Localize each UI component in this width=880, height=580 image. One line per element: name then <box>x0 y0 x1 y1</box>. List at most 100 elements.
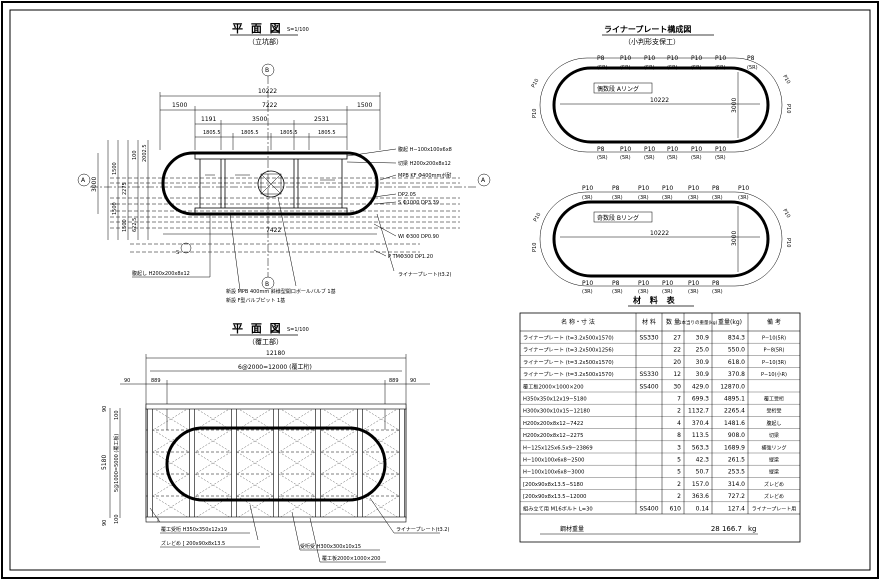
callout-deck: 覆工板2000×1000×200 <box>322 555 380 562</box>
svg-text:P10: P10 <box>785 104 791 113</box>
table-cell: ライナープレート (t=3.2x500x1570) <box>523 335 614 342</box>
table-cell: SS400 <box>639 505 658 512</box>
svg-text:1805.5: 1805.5 <box>241 130 259 136</box>
plan-bottom-scale: S=1/100 <box>287 327 309 333</box>
table-cell: SS330 <box>639 335 658 342</box>
table-cell: 699.3 <box>692 396 709 403</box>
plan-bottom-title: 平 面 図 <box>232 321 283 335</box>
valve-circle <box>257 170 285 198</box>
svg-text:(5R): (5R) <box>644 155 655 161</box>
svg-text:P10: P10 <box>620 146 631 153</box>
table-cell: 1132.7 <box>688 408 709 415</box>
plan-top-title: 平 面 図 <box>232 21 283 35</box>
table-cell: 0.14 <box>696 505 710 512</box>
dim-5180: 5180 <box>101 455 108 470</box>
table-cell: H200x200x8x12−7422 <box>523 421 583 427</box>
svg-text:P10: P10 <box>638 185 649 192</box>
svg-text:B: B <box>265 281 269 288</box>
table-cell: H−125x125x6.5x9−23869 <box>523 445 593 451</box>
svg-text:100: 100 <box>114 514 120 524</box>
table-cell: SS330 <box>639 371 658 378</box>
table-cell: 腹起し <box>766 420 781 427</box>
girder <box>147 407 153 519</box>
table-cell: 834.3 <box>728 335 745 342</box>
table-cell: 261.5 <box>728 457 745 464</box>
table-header-cell: 備 考 <box>767 318 781 326</box>
table-cell: H200x200x8x12−2275 <box>523 433 583 439</box>
svg-text:P10: P10 <box>781 74 791 85</box>
svg-text:90: 90 <box>102 406 108 412</box>
svg-text:3000: 3000 <box>731 231 738 246</box>
plan-top: 平 面 図 S=1/100 （立坑部） B B A A 10222 1500 7… <box>77 21 491 304</box>
table-cell: 4895.1 <box>724 396 745 403</box>
table-cell: P−10(5R) <box>762 336 786 342</box>
svg-text:2531: 2531 <box>314 116 329 123</box>
table-cell: H−100x100x6x8−3000 <box>523 470 584 476</box>
callout-girder: 覆工受桁 H350x350x12x19 <box>161 526 227 533</box>
svg-text:100: 100 <box>132 150 138 160</box>
table-cell: 113.5 <box>692 432 709 439</box>
svg-text:P10: P10 <box>638 280 649 287</box>
ring-b-labels: P10 P8 P10 P10 P10 P8 P10 (3R) (3R) (3R)… <box>582 185 749 295</box>
ring-a: 偶数段 Aリング 10222 3000 P8 P10 P10 P10 P10 P… <box>531 55 792 161</box>
table-cell: SS400 <box>639 383 658 390</box>
svg-text:P8: P8 <box>612 185 620 192</box>
callout-liner-bottom: ライナープレート(t3.2) <box>396 527 449 533</box>
svg-text:10222: 10222 <box>650 97 669 104</box>
table-cell: ライナープレート (t=3.2x500x1570) <box>523 371 614 378</box>
table-cell: H300x300x10x15−12180 <box>523 409 590 415</box>
callout-liner: ライナープレート(t3.2) <box>398 272 451 278</box>
svg-text:P10: P10 <box>785 238 791 247</box>
svg-text:P10: P10 <box>582 280 593 287</box>
svg-text:(3R): (3R) <box>582 195 593 201</box>
girder <box>357 407 363 519</box>
table-cell: 12870.0 <box>720 383 745 390</box>
table-cell: 550.0 <box>728 347 745 354</box>
table-cell: 30.9 <box>696 359 710 366</box>
ring-b: 奇数段 Bリング 10222 3000 P10 P8 P10 P10 P10 P… <box>532 185 791 295</box>
table-cell: 覆工受桁 <box>764 396 784 403</box>
svg-text:(5R): (5R) <box>691 155 702 161</box>
svg-text:P8: P8 <box>612 280 620 287</box>
table-title: 材 料 表 <box>633 295 678 305</box>
dim-bottom: 7422 <box>266 227 281 234</box>
table-cell: 縦梁 <box>769 469 779 476</box>
table-cell: 563.3 <box>692 444 709 451</box>
table-cell: 20 <box>673 359 681 366</box>
table-cell: 覆工板2000×1000×200 <box>523 382 584 390</box>
table-cell: 8 <box>677 432 681 439</box>
table-header-cell: 重量(kg) <box>718 318 742 326</box>
table-cell: 3 <box>677 444 681 451</box>
callout-new-pit: 新設 F型バルブピット 1基 <box>226 297 285 304</box>
svg-text:S: S <box>176 250 179 256</box>
table-cell: ライナープレート (t=3.2x500x1570) <box>523 359 614 366</box>
svg-text:(3R): (3R) <box>662 289 673 295</box>
liner-plate-diagram: ライナープレート構成図 （小判形支保工） 偶数段 Aリング 10222 3000… <box>531 24 792 295</box>
svg-text:P10: P10 <box>662 280 673 287</box>
table-cell: ズレどめ <box>764 493 784 500</box>
svg-text:P10: P10 <box>582 185 593 192</box>
inner-frame <box>9 9 871 571</box>
svg-text:P10: P10 <box>532 109 538 118</box>
svg-text:(3R): (3R) <box>662 195 673 201</box>
svg-text:P10: P10 <box>715 146 726 153</box>
dim-6at2000: 6@2000=12000 (覆工桁) <box>238 363 312 371</box>
liner-subtitle: （小判形支保工） <box>624 37 680 46</box>
table-cell: ズレどめ <box>764 481 784 488</box>
svg-text:P10: P10 <box>532 243 538 252</box>
svg-text:(5R): (5R) <box>644 65 655 71</box>
table-cell: 4 <box>677 420 681 427</box>
total-value: 28 166.7 <box>711 525 742 533</box>
callout-dp: DP2.05 <box>398 192 416 198</box>
svg-text:889: 889 <box>151 378 161 384</box>
svg-text:P10: P10 <box>644 146 655 153</box>
svg-text:(5R): (5R) <box>747 65 758 71</box>
svg-text:622.5: 622.5 <box>132 218 138 232</box>
total-unit: kg <box>748 525 757 533</box>
table-cell: ライナープレート用 <box>752 506 797 512</box>
table-cell: 610 <box>670 505 682 512</box>
svg-text:889: 889 <box>389 378 399 384</box>
table-cell: 受桁受 <box>766 408 781 415</box>
svg-text:(5R): (5R) <box>620 65 631 71</box>
